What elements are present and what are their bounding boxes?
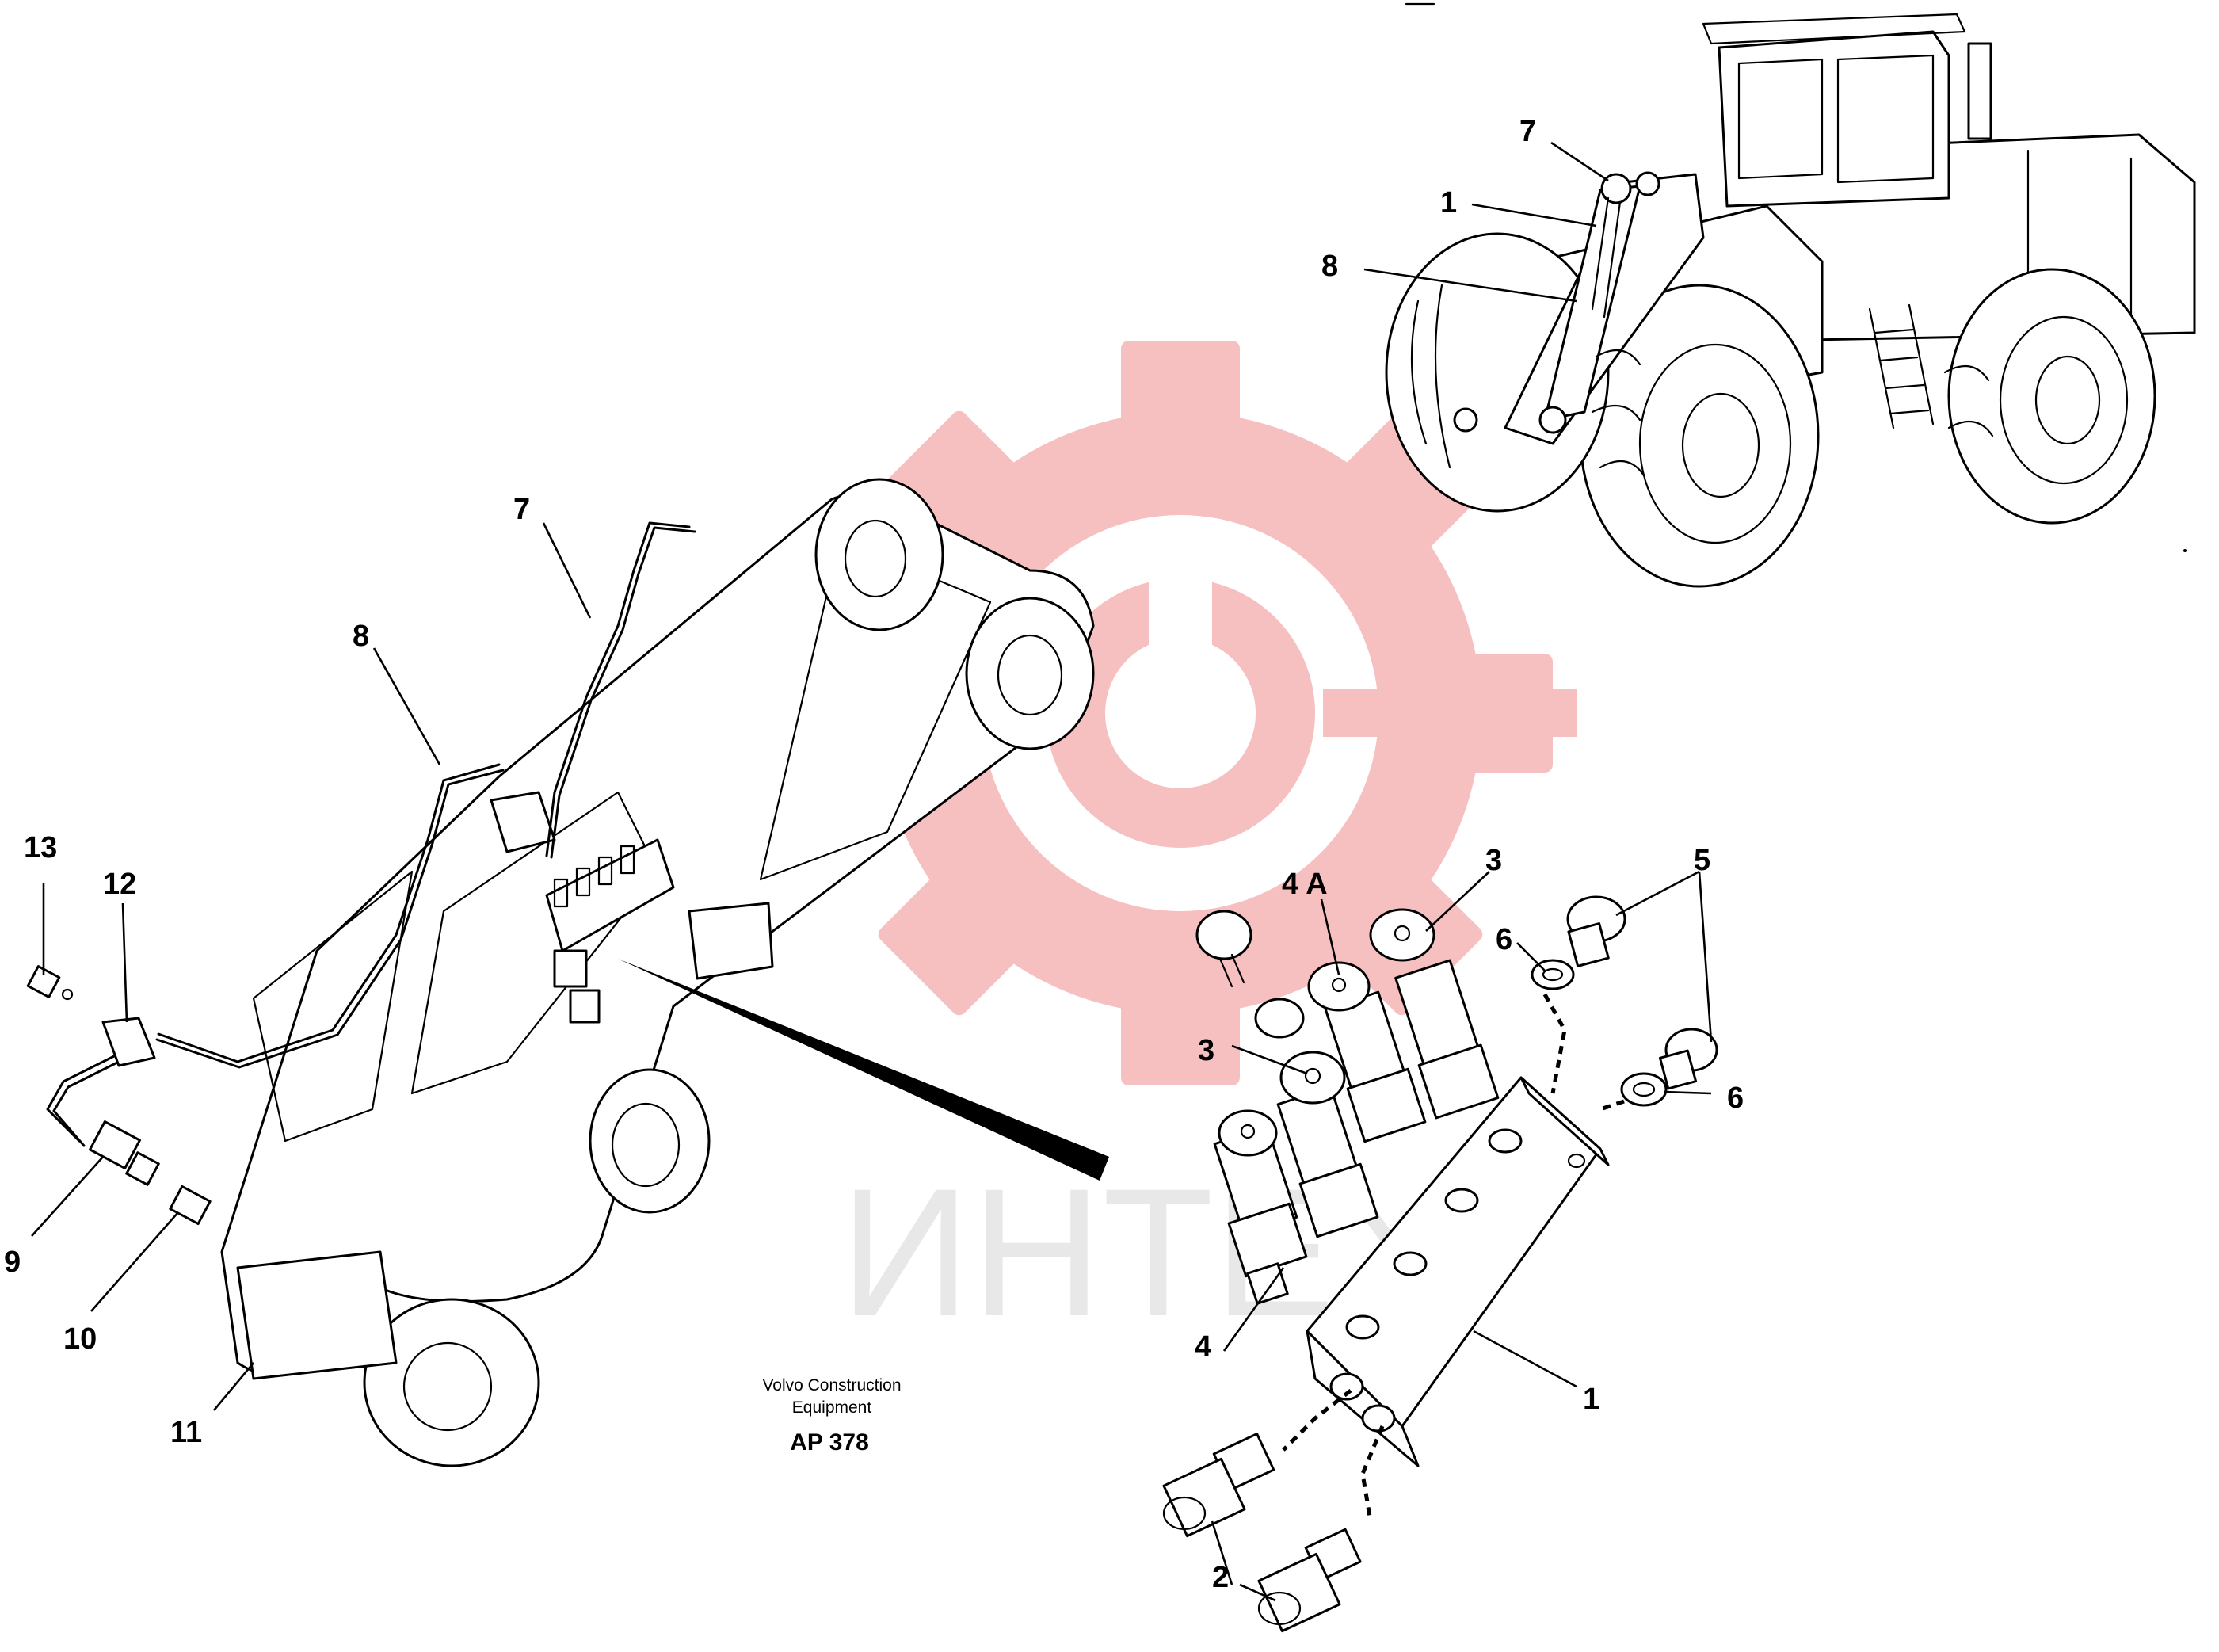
nipple-2-upper xyxy=(1162,1433,1275,1538)
caption: Volvo Construction Equipment AP 378 xyxy=(762,1376,901,1456)
callout-arm-12: 12 xyxy=(103,868,136,901)
callout-loader-1: 1 xyxy=(1440,186,1457,219)
caption-code: AP 378 xyxy=(790,1429,869,1456)
callout-arm-11: 11 xyxy=(170,1416,202,1449)
plug-5-bottom xyxy=(1658,1028,1718,1090)
valve-4a xyxy=(1307,961,1427,1143)
callout-loader-8: 8 xyxy=(1321,250,1338,283)
callout-arm-9: 9 xyxy=(4,1246,21,1279)
callout-block-3-left: 3 xyxy=(1198,1034,1214,1067)
callout-block-5: 5 xyxy=(1694,844,1710,877)
plug-5-top xyxy=(1566,895,1626,967)
callout-arm-8: 8 xyxy=(353,620,369,653)
valve-4 xyxy=(1213,1109,1308,1305)
nipple-2-lower xyxy=(1257,1528,1362,1633)
callout-arm-13: 13 xyxy=(24,831,57,864)
distribution-block-illustration xyxy=(1162,895,1718,1633)
valve-3-left xyxy=(1254,998,1379,1238)
callout-arm-10: 10 xyxy=(63,1322,97,1356)
callout-block-1: 1 xyxy=(1583,1383,1599,1416)
block-leader-lines xyxy=(1211,870,1713,1602)
callout-block-4a: 4 A xyxy=(1282,868,1328,901)
valve-3-top xyxy=(1369,908,1500,1120)
boom-arm-illustration xyxy=(26,478,1109,1467)
loader-leader-lines xyxy=(1363,141,1609,303)
caption-line-1: Volvo Construction xyxy=(762,1376,901,1394)
callout-block-6-right: 6 xyxy=(1727,1082,1744,1115)
callout-block-6-top: 6 xyxy=(1496,923,1512,956)
wheel-loader-illustration xyxy=(1385,13,2196,588)
callout-arm-7: 7 xyxy=(513,493,530,526)
callout-block-2: 2 xyxy=(1212,1561,1229,1594)
callout-block-3-top: 3 xyxy=(1485,844,1502,877)
caption-line-2: Equipment xyxy=(792,1398,872,1417)
callout-loader-7: 7 xyxy=(1519,115,1536,148)
arm-leader-lines xyxy=(31,522,592,1411)
callout-block-4: 4 xyxy=(1195,1330,1211,1364)
arm-lube-block xyxy=(545,838,675,1024)
